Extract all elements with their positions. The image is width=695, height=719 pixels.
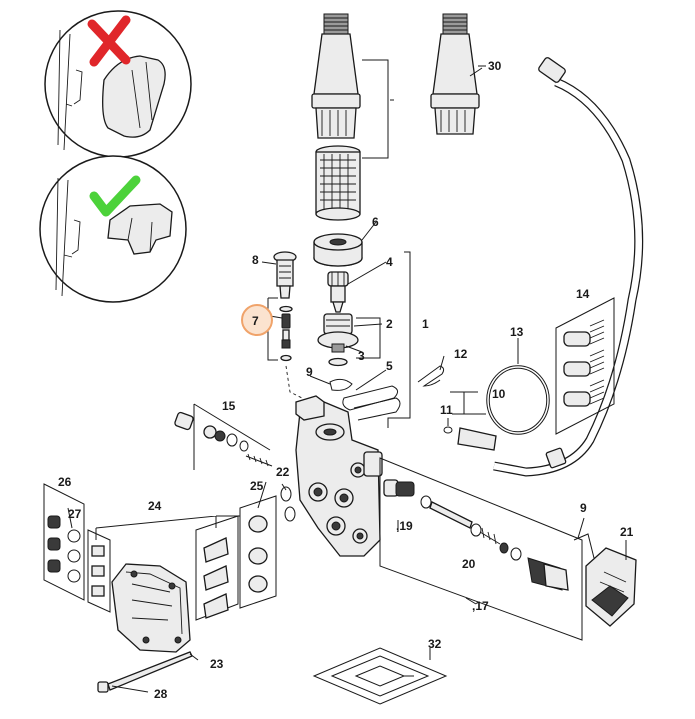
- callout-3: 3: [358, 349, 365, 363]
- switch-part-21: [573, 533, 637, 627]
- callout-23: 23: [210, 657, 224, 671]
- callout-1: 1: [422, 317, 429, 331]
- callout-15: 15: [222, 399, 236, 413]
- connector-part-11: [443, 426, 453, 434]
- callout-32: 32: [428, 637, 442, 651]
- washers-part-22: [280, 486, 296, 522]
- callout-20: 20: [462, 557, 476, 571]
- regulator-kit-part-17: [379, 457, 583, 641]
- callout-21: 21: [620, 525, 634, 539]
- callout-24: 24: [148, 499, 162, 513]
- ring-part-6: [313, 233, 363, 267]
- cross-mark-icon: [87, 15, 131, 67]
- valve-kit-part-26: [43, 483, 85, 601]
- callout-10: 10: [492, 387, 506, 401]
- callout-5: 5: [386, 359, 393, 373]
- callout-19: ,19: [396, 519, 413, 533]
- check-mark-icon: [89, 175, 141, 217]
- o-ring-part-13: [486, 365, 550, 435]
- pump-head: [295, 395, 383, 557]
- valve-part-4: [327, 271, 349, 313]
- callout-27: 27: [68, 507, 82, 521]
- callout-9-bottom: 9: [580, 501, 587, 515]
- callout-14: 14: [576, 287, 590, 301]
- callout-12: 12: [454, 347, 468, 361]
- callout-7: 7: [252, 314, 259, 328]
- clip-part-9: [329, 378, 353, 391]
- pump-housing-part-23: [111, 563, 191, 653]
- callout-25: 25: [250, 479, 264, 493]
- cylinder-right: [430, 13, 480, 135]
- callout-30: 30: [488, 59, 502, 73]
- plug-part-8: [273, 251, 297, 299]
- plunger-set-part-24: [87, 515, 239, 621]
- detail-correct-installation: [39, 155, 187, 303]
- callout-6: 6: [372, 215, 379, 229]
- callout-26: 26: [58, 475, 72, 489]
- seal-kit-part-25: [239, 495, 277, 609]
- valve-set-part-14: [555, 297, 615, 435]
- callout-9-top: 9: [306, 365, 313, 379]
- clip-part-5: [342, 385, 401, 421]
- detail-wrong-installation: [44, 10, 192, 158]
- callout-22: 22: [276, 465, 290, 479]
- callout-13: 13: [510, 325, 524, 339]
- callout-11: 11: [440, 403, 453, 417]
- gasket-kit-part-32: [312, 647, 448, 705]
- hose-part-10: [457, 57, 644, 477]
- plug-assembly-part-15: [174, 403, 273, 470]
- callout-8: 8: [252, 253, 259, 267]
- filter-cartridge: [315, 145, 361, 221]
- callout-17: ,17: [472, 599, 489, 613]
- valve-stack-part-7: [279, 305, 293, 362]
- callout-28: 28: [154, 687, 168, 701]
- clip-part-12: [417, 365, 445, 387]
- highlight-part-7: [241, 304, 273, 336]
- valve-seat-part-2: [317, 313, 359, 367]
- callout-2: 2: [386, 317, 393, 331]
- cylinder-left: [311, 13, 361, 139]
- callout-4: 4: [386, 255, 393, 269]
